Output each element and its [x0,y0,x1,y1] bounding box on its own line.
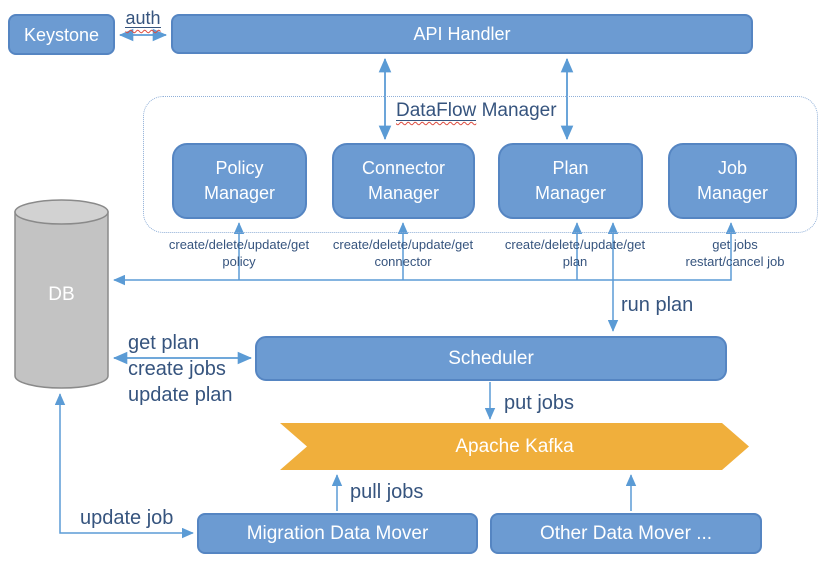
dataflow-manager-group [143,96,818,233]
edge-migration-db [54,393,194,539]
manager-word: Manager [481,100,557,121]
plan-ops-line2: plan [562,254,588,269]
policy-manager-node: Policy Manager [172,143,307,219]
create-jobs-line: create jobs [128,358,226,380]
kafka-label: Apache Kafka [455,435,574,457]
job-ops-line2: restart/cancel job [685,254,785,269]
run-plan-edge-label: run plan [621,294,694,316]
job-manager-label-line2: Manager [696,183,769,203]
connector-manager-node: Connector Manager [332,143,475,219]
plan-manager-label-line2: Manager [534,183,607,203]
connector-ops-line2: connector [374,254,432,269]
scheduler-label: Scheduler [448,347,534,369]
plan-manager-label-line1: Plan [552,158,589,178]
dataflow-word: DataFlow [396,100,477,121]
update-job-edge-label: update job [80,507,174,529]
migration-data-mover-label: Migration Data Mover [246,522,429,544]
connector-ops-label: create/delete/update/get connector [321,236,485,270]
db-cylinder [14,199,109,389]
db-label: DB [48,284,75,305]
auth-edge-label: auth [113,7,173,29]
job-manager-label-line1: Job [717,158,747,178]
plan-manager-node: Plan Manager [498,143,643,219]
policy-manager-label-line2: Manager [203,183,276,203]
other-data-mover-label: Other Data Mover ... [539,522,713,544]
job-ops-line1: get jobs [712,237,758,252]
plan-ops-label: create/delete/update/get plan [493,236,657,270]
kafka-shape [280,423,749,470]
auth-word: auth [125,8,161,28]
update-plan-line: update plan [128,384,233,406]
api-handler-label: API Handler [413,24,511,44]
connector-ops-line1: create/delete/update/get [332,237,474,252]
policy-ops-line2: policy [222,254,256,269]
api-handler-node: API Handler [171,14,753,54]
job-manager-node: Job Manager [668,143,797,219]
connector-manager-label-line1: Connector [361,158,446,178]
plan-ops-line1: create/delete/update/get [504,237,646,252]
put-jobs-edge-label: put jobs [504,392,575,414]
edge-managers-db-bus [113,222,737,286]
scheduler-node: Scheduler [255,336,727,381]
job-ops-label: get jobs restart/cancel job [653,236,817,270]
policy-manager-label-line1: Policy [215,158,264,178]
other-data-mover-node: Other Data Mover ... [490,513,762,554]
keystone-label: Keystone [23,24,100,45]
connector-manager-label-line2: Manager [367,183,440,203]
policy-ops-line1: create/delete/update/get [168,237,310,252]
pull-jobs-edge-label: pull jobs [350,481,424,503]
db-scheduler-edge-label: get plan create jobs update plan [128,330,233,408]
keystone-node: Keystone [8,14,115,55]
migration-data-mover-node: Migration Data Mover [197,513,478,554]
get-plan-line: get plan [128,332,200,354]
policy-ops-label: create/delete/update/get policy [157,236,321,270]
